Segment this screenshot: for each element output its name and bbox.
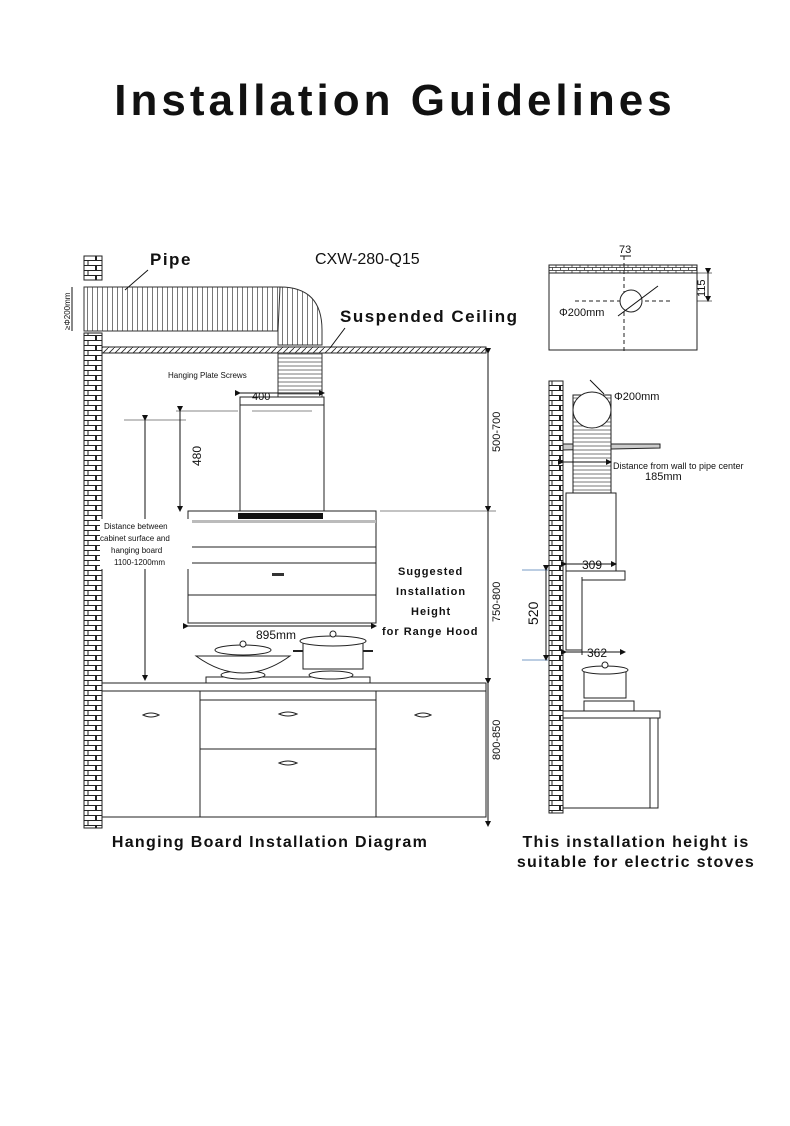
distance-note-2: cabinet surface and xyxy=(100,534,170,543)
suggested-line-1: Suggested xyxy=(398,566,463,578)
suspended-ceiling-label: Suspended Ceiling xyxy=(340,307,519,326)
brick-wall xyxy=(83,332,103,829)
pipe-diameter-label: ≥Φ200mm xyxy=(63,292,72,330)
wall-pipe-note: Distance from wall to pipe center xyxy=(613,461,744,471)
suggested-line-4: for Range Hood xyxy=(382,626,479,638)
side-hood-body xyxy=(565,570,626,651)
suggested-line-2: Installation xyxy=(396,586,466,598)
wall-pipe-value: 185mm xyxy=(645,471,682,483)
pipe xyxy=(83,286,281,332)
page-title: Installation Guidelines xyxy=(114,76,676,125)
hanging-plate-screws-label: Hanging Plate Screws xyxy=(168,371,247,380)
vertical-duct xyxy=(277,352,323,404)
wall-brick-top xyxy=(83,255,103,281)
top-view: 73 115 Φ200mm xyxy=(548,244,712,352)
front-view: ≥Φ200mm Pipe CXW-280-Q15 Suspended Ceili… xyxy=(63,250,519,829)
side-dim-362: 362 xyxy=(587,646,607,660)
distance-note-4: 1100-1200mm xyxy=(114,558,165,567)
cabinet-middle xyxy=(199,690,377,818)
side-countertop xyxy=(562,710,661,719)
right-caption-1: This installation height is xyxy=(522,834,750,851)
dim-480: 480 xyxy=(190,446,204,466)
pot xyxy=(302,642,364,670)
top-dim-73: 73 xyxy=(619,244,631,256)
range-hood-body xyxy=(187,510,377,624)
right-caption-2: suitable for electric stoves xyxy=(516,854,756,871)
dim-500-700: 500-700 xyxy=(491,412,503,452)
model-label: CXW-280-Q15 xyxy=(315,251,420,268)
cabinet-right xyxy=(375,690,487,818)
hood-chimney xyxy=(239,404,325,512)
distance-note-3: hanging board xyxy=(111,546,162,555)
side-view: Φ200mm Distance from wall to pipe center… xyxy=(522,379,744,814)
side-dim-520: 520 xyxy=(525,601,541,625)
dim-895: 895mm xyxy=(256,628,296,642)
suggested-line-3: Height xyxy=(411,606,451,618)
distance-note-1: Distance between xyxy=(104,522,168,531)
dim-750-800: 750-800 xyxy=(491,582,503,622)
wok xyxy=(194,655,292,674)
left-caption: Hanging Board Installation Diagram xyxy=(111,834,429,851)
top-dim-115: 115 xyxy=(696,279,708,297)
top-phi-label: Φ200mm xyxy=(559,307,604,319)
top-view-hood xyxy=(548,272,698,351)
dim-400: 400 xyxy=(252,391,270,403)
side-dim-309: 309 xyxy=(582,558,602,572)
suspended-ceiling xyxy=(101,346,487,354)
side-cabinet xyxy=(562,717,659,809)
side-phi-label: Φ200mm xyxy=(614,391,659,403)
countertop xyxy=(101,682,487,692)
cabinet-left xyxy=(101,690,201,818)
dim-800-850: 800-850 xyxy=(491,720,503,760)
side-wall xyxy=(548,380,564,814)
side-hood-upper xyxy=(565,492,617,572)
side-pot xyxy=(583,671,627,699)
pipe-label: Pipe xyxy=(150,250,192,269)
